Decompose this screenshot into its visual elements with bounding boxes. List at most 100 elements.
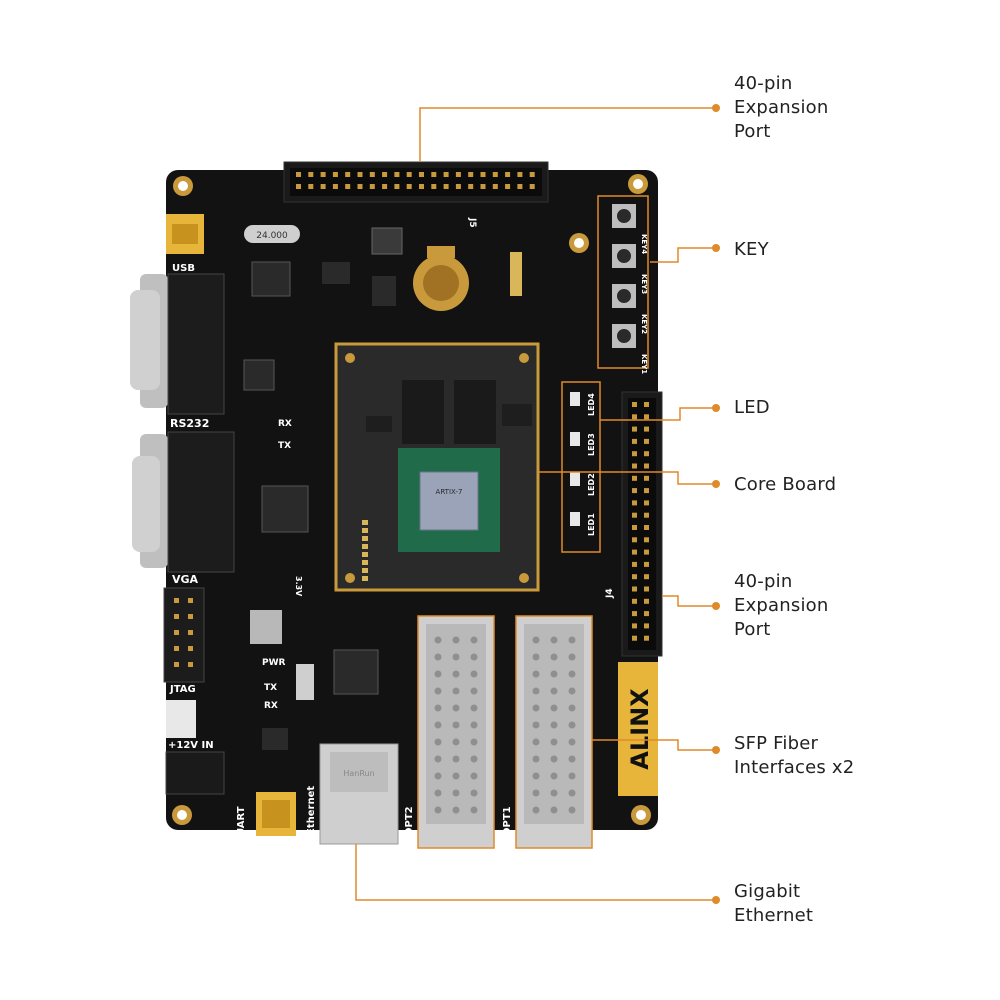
header-pin	[188, 646, 193, 651]
header-pin	[644, 611, 649, 617]
key-cap	[617, 289, 631, 303]
led	[570, 432, 580, 446]
header-pin	[644, 635, 649, 641]
rs232-label: RS232	[170, 417, 209, 430]
led-label: LED4	[587, 393, 596, 416]
cage-hole	[568, 789, 576, 797]
cage-hole	[532, 670, 540, 678]
header-pin	[644, 426, 649, 432]
ethernet-label: Ethernet	[306, 786, 317, 835]
callout-line: Expansion	[734, 595, 829, 616]
header-pin	[644, 463, 649, 469]
header-pin	[480, 184, 486, 189]
header-pin	[345, 184, 351, 189]
key-cap	[617, 209, 631, 223]
header-pin	[296, 184, 301, 189]
cage-hole	[550, 806, 558, 814]
header-pin	[632, 623, 637, 629]
header-pin	[455, 172, 461, 177]
header-pin	[632, 574, 637, 580]
header-pin	[632, 586, 637, 592]
header-pin	[357, 172, 363, 177]
header-pin	[505, 172, 511, 177]
cage-hole	[434, 806, 442, 814]
uart-connector: UART	[236, 792, 296, 836]
core-pin	[362, 552, 368, 557]
key-label: KEY4	[640, 234, 648, 254]
header-pin	[632, 488, 637, 494]
header-pin	[644, 475, 649, 481]
cage-hole	[452, 806, 460, 814]
core-pin	[362, 520, 368, 525]
header-pin	[644, 537, 649, 543]
cage-hole	[568, 772, 576, 780]
cage-hole	[532, 653, 540, 661]
cage-hole	[532, 789, 540, 797]
callout-line: Expansion	[734, 97, 829, 118]
header-pin	[644, 512, 649, 518]
pwr-label: PWR	[262, 658, 286, 668]
callout-line: SFP Fiber	[734, 733, 819, 754]
cage-hole	[568, 721, 576, 729]
key-label: KEY2	[640, 314, 648, 334]
cage-hole	[568, 755, 576, 763]
header-pin	[529, 184, 535, 189]
cage-hole	[434, 704, 442, 712]
header-pin	[406, 172, 412, 177]
cage-hole	[434, 755, 442, 763]
callout-line: Core Board	[734, 474, 837, 495]
cage-hole	[532, 806, 540, 814]
cage-hole	[452, 789, 460, 797]
cage-hole	[452, 772, 460, 780]
header-pin	[188, 662, 193, 667]
power-jack	[165, 751, 225, 795]
core-pin	[362, 536, 368, 541]
header-pin	[632, 500, 637, 506]
cage-hole	[470, 653, 478, 661]
core-pin	[362, 576, 368, 581]
key-label: KEY1	[640, 354, 648, 374]
callout-line: KEY	[734, 239, 769, 260]
cage-hole	[434, 772, 442, 780]
header-pin	[431, 172, 437, 177]
sfp-cage-opt2: OPT2	[404, 615, 495, 849]
header-pin	[382, 172, 388, 177]
cage-hole	[550, 738, 558, 746]
cage-hole	[452, 636, 460, 644]
uart-rx-label: RX	[264, 701, 278, 711]
header-pin	[369, 184, 375, 189]
cage-hole	[532, 704, 540, 712]
header-pin	[644, 561, 649, 567]
cage-hole	[470, 704, 478, 712]
callout-line: Gigabit	[734, 881, 801, 902]
header-pin	[632, 537, 637, 543]
cage-hole	[470, 670, 478, 678]
cage-hole	[452, 670, 460, 678]
header-pin	[419, 172, 424, 177]
header-pin	[632, 438, 637, 444]
cage-hole	[434, 653, 442, 661]
callout-key: KEY	[734, 238, 769, 262]
rs232-tx-label: TX	[278, 441, 291, 451]
led-label: LED1	[587, 513, 596, 536]
line-core	[538, 471, 716, 485]
header-pin	[529, 172, 535, 177]
header-pin	[369, 172, 375, 177]
header-pin	[632, 525, 637, 530]
j4-label: J4	[605, 588, 615, 599]
header-pin	[644, 598, 649, 604]
jtag-label: JTAG	[169, 684, 196, 695]
vga-label: VGA	[172, 573, 199, 586]
cage-hole	[434, 789, 442, 797]
cage-hole	[452, 738, 460, 746]
cage-hole	[434, 687, 442, 695]
callout-line: 40-pin	[734, 571, 793, 592]
cage-hole	[550, 721, 558, 729]
mounting-holes	[172, 174, 651, 825]
header-pin	[345, 172, 351, 177]
header-pin	[505, 184, 511, 189]
